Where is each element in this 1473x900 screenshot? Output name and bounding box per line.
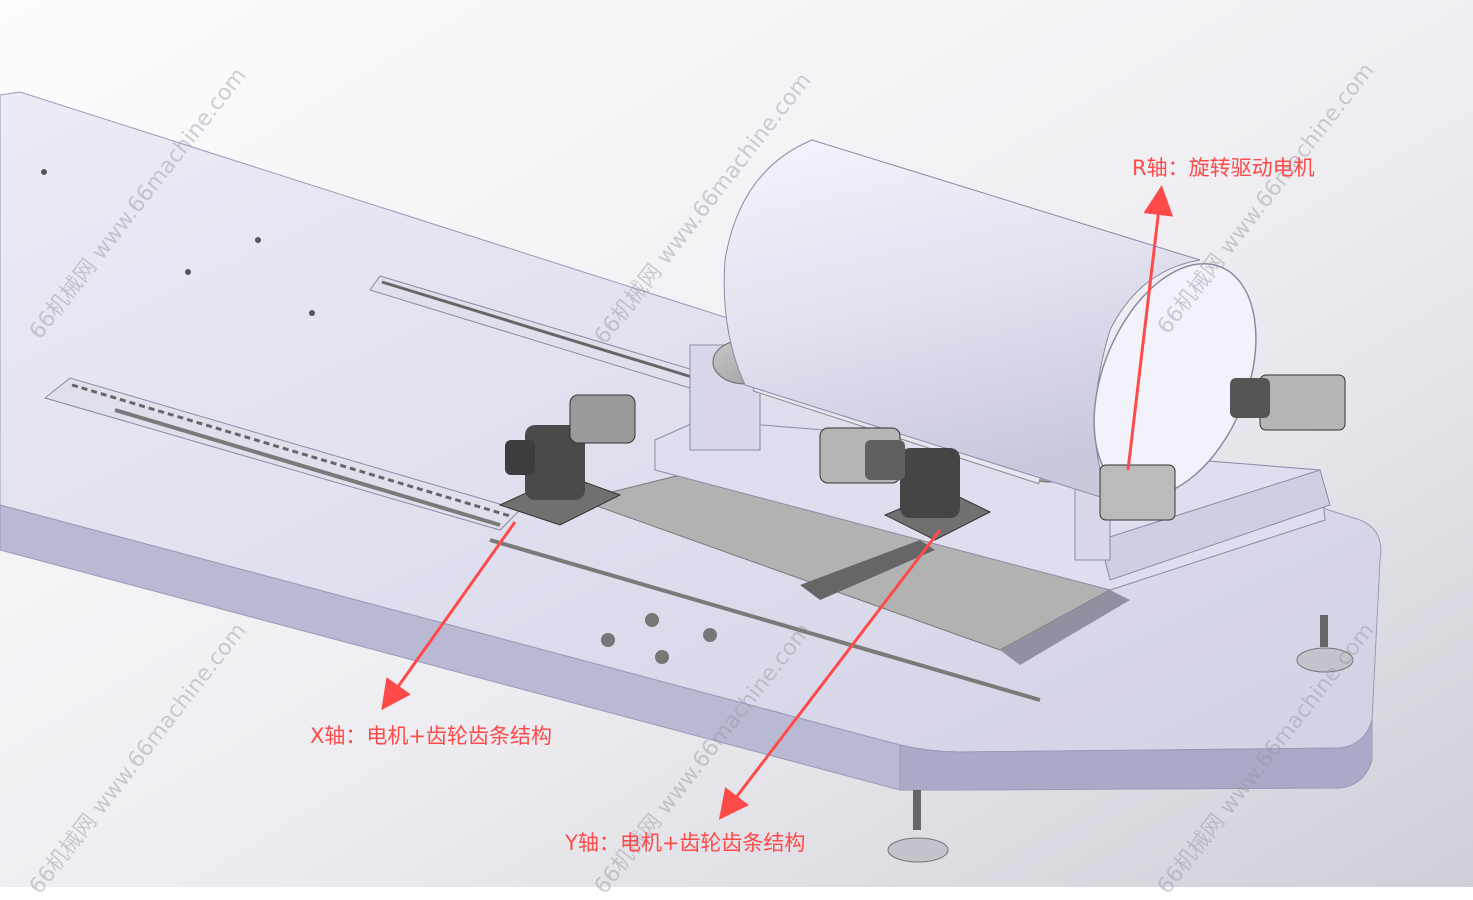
r-axis-motor [1099, 374, 1346, 521]
r-axis-label: R轴：旋转驱动电机 [1132, 156, 1315, 180]
x-axis-label: X轴：电机+齿轮齿条结构 [310, 724, 552, 748]
pipe-workpiece [723, 139, 1257, 501]
mounting-bolts [601, 613, 717, 664]
y-axis-motor [819, 427, 992, 541]
r-axis-arrow [1126, 185, 1174, 471]
x-axis-motor [498, 394, 636, 526]
linear-rails [43, 275, 1041, 702]
y-axis-arrow [718, 529, 942, 820]
y-axis-label: Y轴：电机+齿轮齿条结构 [565, 831, 806, 855]
leveling-feet [887, 615, 1354, 863]
x-axis-arrow [381, 521, 517, 711]
